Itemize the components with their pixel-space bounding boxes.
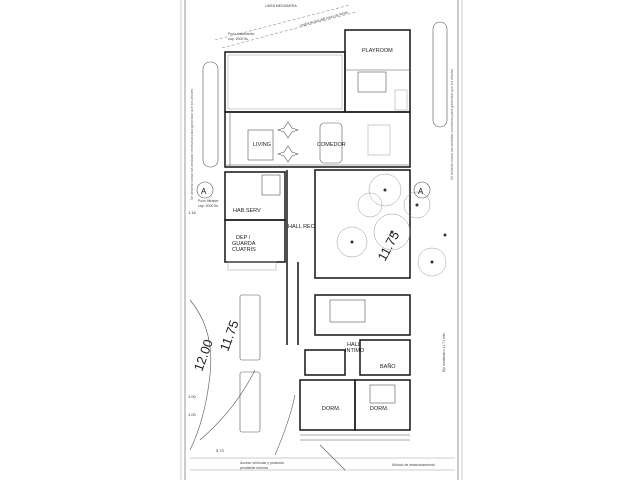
playroom-block (344, 29, 411, 113)
room-bano: BAÑO (380, 363, 396, 370)
room-hab-serv: HAB.SERV (233, 208, 261, 214)
eje-medianero-label: Eje medianero 11.71 mts (442, 333, 446, 372)
living-furniture (277, 121, 299, 163)
bottom-note-3: Módulo de estacionamiento (392, 463, 435, 467)
room-playroom: PLAYROOM (362, 48, 393, 54)
room-hall-rec: HALL REC. (288, 224, 317, 230)
tank-top-label: Pozo tratamiento (228, 32, 255, 36)
planter-beds (202, 21, 448, 433)
bedroom-wing (299, 294, 411, 441)
svg-text:A: A (418, 187, 424, 196)
room-hall-intimo-line1: HALL (347, 342, 361, 348)
lot-boundaries (180, 0, 463, 480)
room-dorm-left: DORM. (322, 406, 341, 412)
dimension-d2: 1.00 (188, 394, 197, 399)
bottom-note-2: pendiente mínima (240, 466, 268, 470)
left-side-note: Se deberán tomar las medidas necesarias … (190, 88, 194, 200)
room-dep-line2: GUARDA (232, 241, 256, 247)
courtyard (314, 169, 447, 279)
tank-left-sublabel: cap. 2000 lts. (198, 204, 219, 208)
tank-left-label: Pozo filtrante (198, 199, 218, 203)
svg-text:A: A (201, 187, 207, 196)
corridor (286, 170, 299, 345)
dimension-d4: 5.73 (216, 448, 225, 453)
dimension-right-diagonal: 11.75 (374, 228, 402, 263)
section-marker-right: A (413, 181, 431, 199)
room-living: LIVING (253, 142, 271, 148)
living-comedor-block (224, 51, 411, 168)
room-dorm-right: DORM. (370, 406, 389, 412)
service-block (224, 171, 286, 271)
right-side-note: Se deberán tomar las medidas necesarias … (450, 68, 454, 180)
dimension-d3: 1.00 (188, 412, 197, 417)
room-dep-line3: CUATRIS (232, 247, 256, 253)
auxiliary-line-label: LINEA AUXILIAR retiro de fondo (299, 10, 348, 28)
section-marker-left: A (196, 181, 214, 199)
tank-top-sublabel: cap. 2000 lts. (228, 37, 249, 41)
bottom-note-1: Acceso vehicular y peatonal (240, 461, 284, 465)
dimension-left-diagonal-a: 11.75 (217, 318, 242, 353)
dimension-d1: 1.16 (188, 210, 197, 215)
room-dep-line1: DEP / (236, 235, 251, 241)
dimension-left-diagonal-b: 12.00 (191, 337, 216, 373)
room-comedor: COMEDOR (317, 142, 346, 148)
site-curves (189, 299, 346, 471)
top-boundary-label: LINEA MEDIANERA (265, 4, 297, 8)
room-hall-intimo-line2: INTIMO (345, 348, 365, 354)
